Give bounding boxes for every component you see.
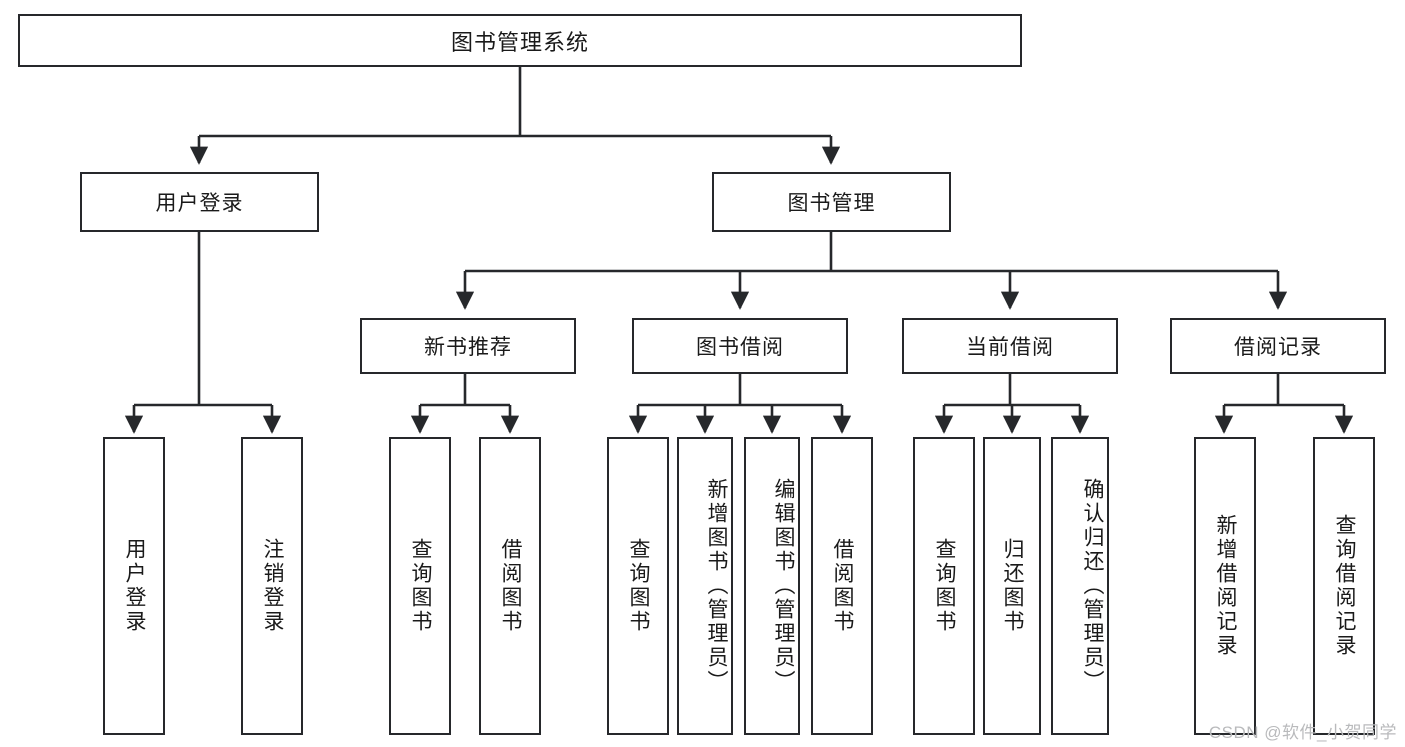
leaf-query-book-borrow[interactable]: 查询图书 (607, 437, 669, 735)
leaf-borrow-book-new[interactable]: 借阅图书 (479, 437, 541, 735)
node-root-system[interactable]: 图书管理系统 (18, 14, 1022, 67)
csdn-watermark: CSDN @软件_小贺同学 (1208, 723, 1397, 742)
leaf-return-book[interactable]: 归还图书 (983, 437, 1041, 735)
node-user-login[interactable]: 用户登录 (80, 172, 319, 232)
leaf-borrow-book[interactable]: 借阅图书 (811, 437, 873, 735)
leaf-query-borrow-record[interactable]: 查询借阅记录 (1313, 437, 1375, 735)
leaf-edit-book-admin[interactable]: 编辑图书（管理员） (744, 437, 800, 735)
node-book-borrow[interactable]: 图书借阅 (632, 318, 848, 374)
node-borrow-record[interactable]: 借阅记录 (1170, 318, 1386, 374)
leaf-logout[interactable]: 注销登录 (241, 437, 303, 735)
leaf-add-book-admin[interactable]: 新增图书（管理员） (677, 437, 733, 735)
node-new-book-recommend[interactable]: 新书推荐 (360, 318, 576, 374)
leaf-user-login[interactable]: 用户登录 (103, 437, 165, 735)
node-book-management[interactable]: 图书管理 (712, 172, 951, 232)
leaf-query-book-current[interactable]: 查询图书 (913, 437, 975, 735)
leaf-query-book-new[interactable]: 查询图书 (389, 437, 451, 735)
leaf-add-borrow-record[interactable]: 新增借阅记录 (1194, 437, 1256, 735)
node-current-borrow[interactable]: 当前借阅 (902, 318, 1118, 374)
leaf-confirm-return-admin[interactable]: 确认归还（管理员） (1051, 437, 1109, 735)
